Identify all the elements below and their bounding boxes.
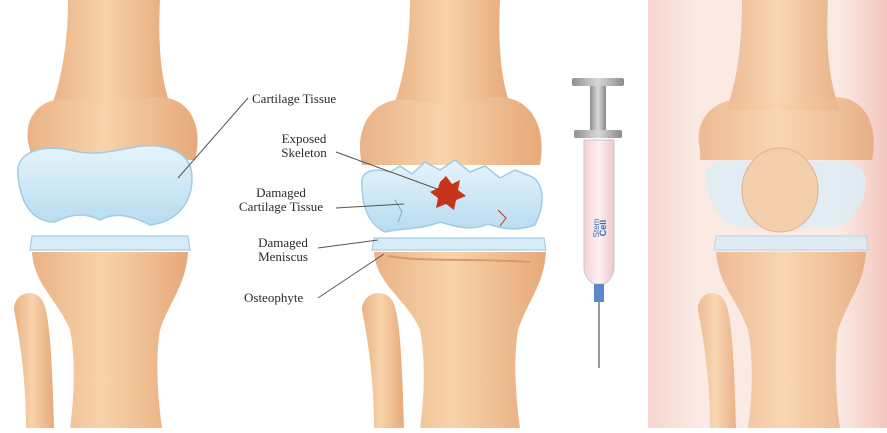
femur-shaft — [50, 0, 172, 110]
fibula-2 — [362, 293, 404, 428]
barrel-flange — [574, 130, 622, 138]
label-exposed-skeleton: Exposed Skeleton — [274, 132, 334, 160]
label-cartilage-tissue: Cartilage Tissue — [252, 92, 336, 106]
damaged-knee — [360, 0, 546, 428]
syringe-barrel — [584, 140, 614, 284]
plunger-cap — [572, 78, 624, 86]
meniscus-3 — [714, 236, 868, 250]
syringe-brand-line2: Cell — [598, 220, 608, 237]
femur-condyles-2 — [360, 97, 542, 165]
needle-hub — [594, 284, 604, 302]
label-damaged-meniscus: Damaged Meniscus — [248, 236, 318, 264]
healthy-knee — [14, 0, 198, 428]
needle — [598, 302, 600, 368]
leader-damaged-meniscus — [318, 240, 378, 248]
label-osteophyte: Osteophyte — [244, 291, 303, 305]
plunger-rod — [590, 86, 606, 132]
fibula — [14, 293, 54, 428]
femur-shaft-2 — [392, 0, 512, 110]
label-damaged-cartilage: Damaged Cartilage Tissue — [226, 186, 336, 214]
patella — [742, 148, 818, 232]
healthy-meniscus — [30, 236, 190, 250]
femur-shaft-3 — [726, 0, 840, 110]
leader-osteophyte — [318, 254, 384, 298]
healthy-cartilage — [18, 146, 192, 225]
damaged-meniscus-shape — [372, 238, 546, 250]
tibia — [32, 252, 188, 428]
knee-with-skin — [648, 0, 887, 428]
